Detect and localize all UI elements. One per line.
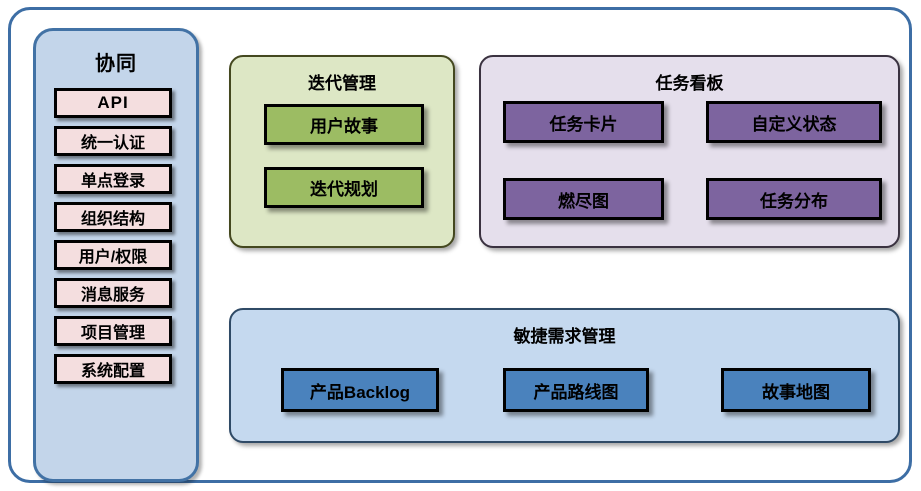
agile-requirements-panel: 敏捷需求管理 产品Backlog 产品路线图 故事地图 — [229, 308, 900, 443]
task-board-panel: 任务看板 任务卡片 自定义状态 燃尽图 任务分布 — [479, 55, 900, 248]
node-story-map[interactable]: 故事地图 — [721, 368, 871, 412]
sidebar-item-user-permission[interactable]: 用户/权限 — [54, 240, 172, 270]
diagram-outer-frame: 协同 API 统一认证 单点登录 组织结构 用户/权限 消息服务 项目管理 系统… — [8, 7, 912, 483]
node-product-roadmap[interactable]: 产品路线图 — [503, 368, 649, 412]
sidebar-item-single-sign-on[interactable]: 单点登录 — [54, 164, 172, 194]
node-custom-status[interactable]: 自定义状态 — [706, 101, 882, 143]
sidebar-item-api[interactable]: API — [54, 88, 172, 118]
task-board-title: 任务看板 — [655, 74, 724, 93]
node-product-backlog[interactable]: 产品Backlog — [281, 368, 439, 412]
node-iteration-planning[interactable]: 迭代规划 — [264, 167, 424, 208]
node-burndown-chart[interactable]: 燃尽图 — [503, 178, 664, 220]
sidebar-item-project-management[interactable]: 项目管理 — [54, 316, 172, 346]
sidebar-collaboration-panel: 协同 API 统一认证 单点登录 组织结构 用户/权限 消息服务 项目管理 系统… — [33, 28, 199, 482]
node-user-story[interactable]: 用户故事 — [264, 104, 424, 145]
sidebar-item-list: API 统一认证 单点登录 组织结构 用户/权限 消息服务 项目管理 系统配置 — [54, 88, 174, 392]
node-task-card[interactable]: 任务卡片 — [503, 101, 664, 143]
sidebar-title: 协同 — [95, 53, 137, 75]
sidebar-item-system-config[interactable]: 系统配置 — [54, 354, 172, 384]
node-task-distribution[interactable]: 任务分布 — [706, 178, 882, 220]
sidebar-item-message-service[interactable]: 消息服务 — [54, 278, 172, 308]
sidebar-item-org-structure[interactable]: 组织结构 — [54, 202, 172, 232]
iteration-management-title: 迭代管理 — [308, 74, 376, 93]
sidebar-item-unified-auth[interactable]: 统一认证 — [54, 126, 172, 156]
iteration-management-panel: 迭代管理 用户故事 迭代规划 — [229, 55, 455, 248]
agile-requirements-title: 敏捷需求管理 — [513, 327, 616, 346]
